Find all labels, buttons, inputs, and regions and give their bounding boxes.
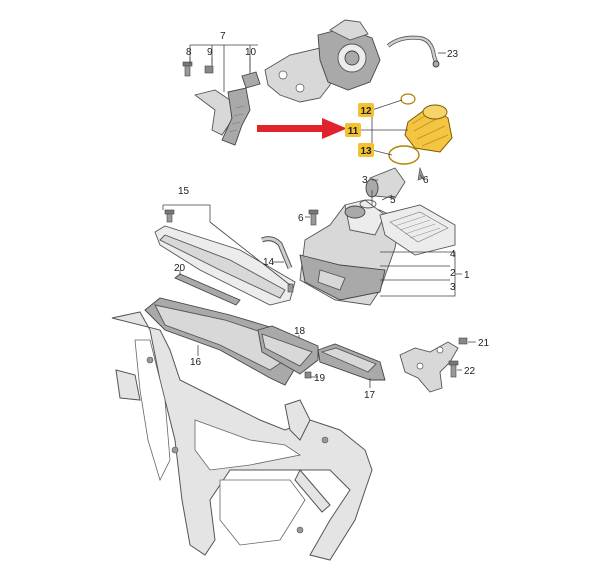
badge-11: 11: [345, 123, 361, 137]
screw-19-icon: [304, 371, 312, 379]
breather-hose: [386, 35, 440, 68]
label-3: 3: [450, 282, 456, 293]
label-18: 18: [294, 326, 306, 337]
label-9: 9: [207, 47, 213, 58]
label-14: 14: [263, 257, 275, 268]
air-filter-housing: [299, 199, 401, 306]
label-8: 8: [186, 47, 192, 58]
label-17: 17: [364, 390, 376, 401]
label-11: 11: [348, 126, 359, 137]
highlighted-intake-hose: [404, 104, 453, 153]
label-13: 13: [360, 146, 372, 157]
label-23: 23: [447, 49, 459, 60]
intake-duct: [317, 343, 386, 381]
mounting-bracket: [399, 341, 459, 393]
label-15: 15: [178, 186, 190, 197]
clamp-ring-12: [400, 93, 416, 105]
clip-15-icon: [164, 209, 294, 293]
label-4: 4: [450, 249, 456, 260]
label-7: 7: [220, 31, 226, 42]
label-6-clip: 6: [423, 175, 429, 186]
badge-12: 12: [358, 103, 374, 117]
upper-air-guide: [154, 225, 296, 306]
bolt-8-icon: [182, 61, 193, 77]
charge-air-hose: [193, 87, 251, 146]
mass-air-flow-sensor: [359, 167, 406, 209]
resonator: [257, 325, 319, 375]
label-22: 22: [464, 366, 476, 377]
label-21: 21: [478, 338, 490, 349]
leader-lines: [162, 44, 476, 388]
air-guide-channel: [144, 297, 301, 386]
label-10: 10: [245, 47, 257, 58]
bracket-10-icon: [241, 71, 261, 89]
bolt-6-icon: [308, 209, 319, 226]
label-12: 12: [360, 106, 372, 117]
label-16: 16: [190, 357, 202, 368]
turbocharger-assembly: [264, 19, 381, 103]
bolt-21-icon: [458, 337, 468, 345]
clamp-ring-13: [388, 145, 420, 165]
badge-13: 13: [358, 143, 374, 157]
nut-9-icon: [204, 65, 214, 74]
label-6: 6: [298, 213, 304, 224]
crankcase-hose: [261, 236, 293, 269]
label-20: 20: [174, 263, 186, 274]
clip-6b-icon: [417, 166, 425, 181]
label-5: 5: [390, 195, 396, 206]
radiator-support-frame: [111, 311, 373, 561]
label-19: 19: [314, 373, 326, 384]
red-arrow-indicator: [257, 118, 347, 139]
label-1: 1: [464, 270, 470, 281]
label-3-maf: 3: [362, 175, 368, 186]
bolt-22-icon: [448, 360, 459, 378]
seal-strip: [174, 273, 241, 306]
filter-element: [379, 204, 456, 256]
label-2: 2: [450, 268, 456, 279]
